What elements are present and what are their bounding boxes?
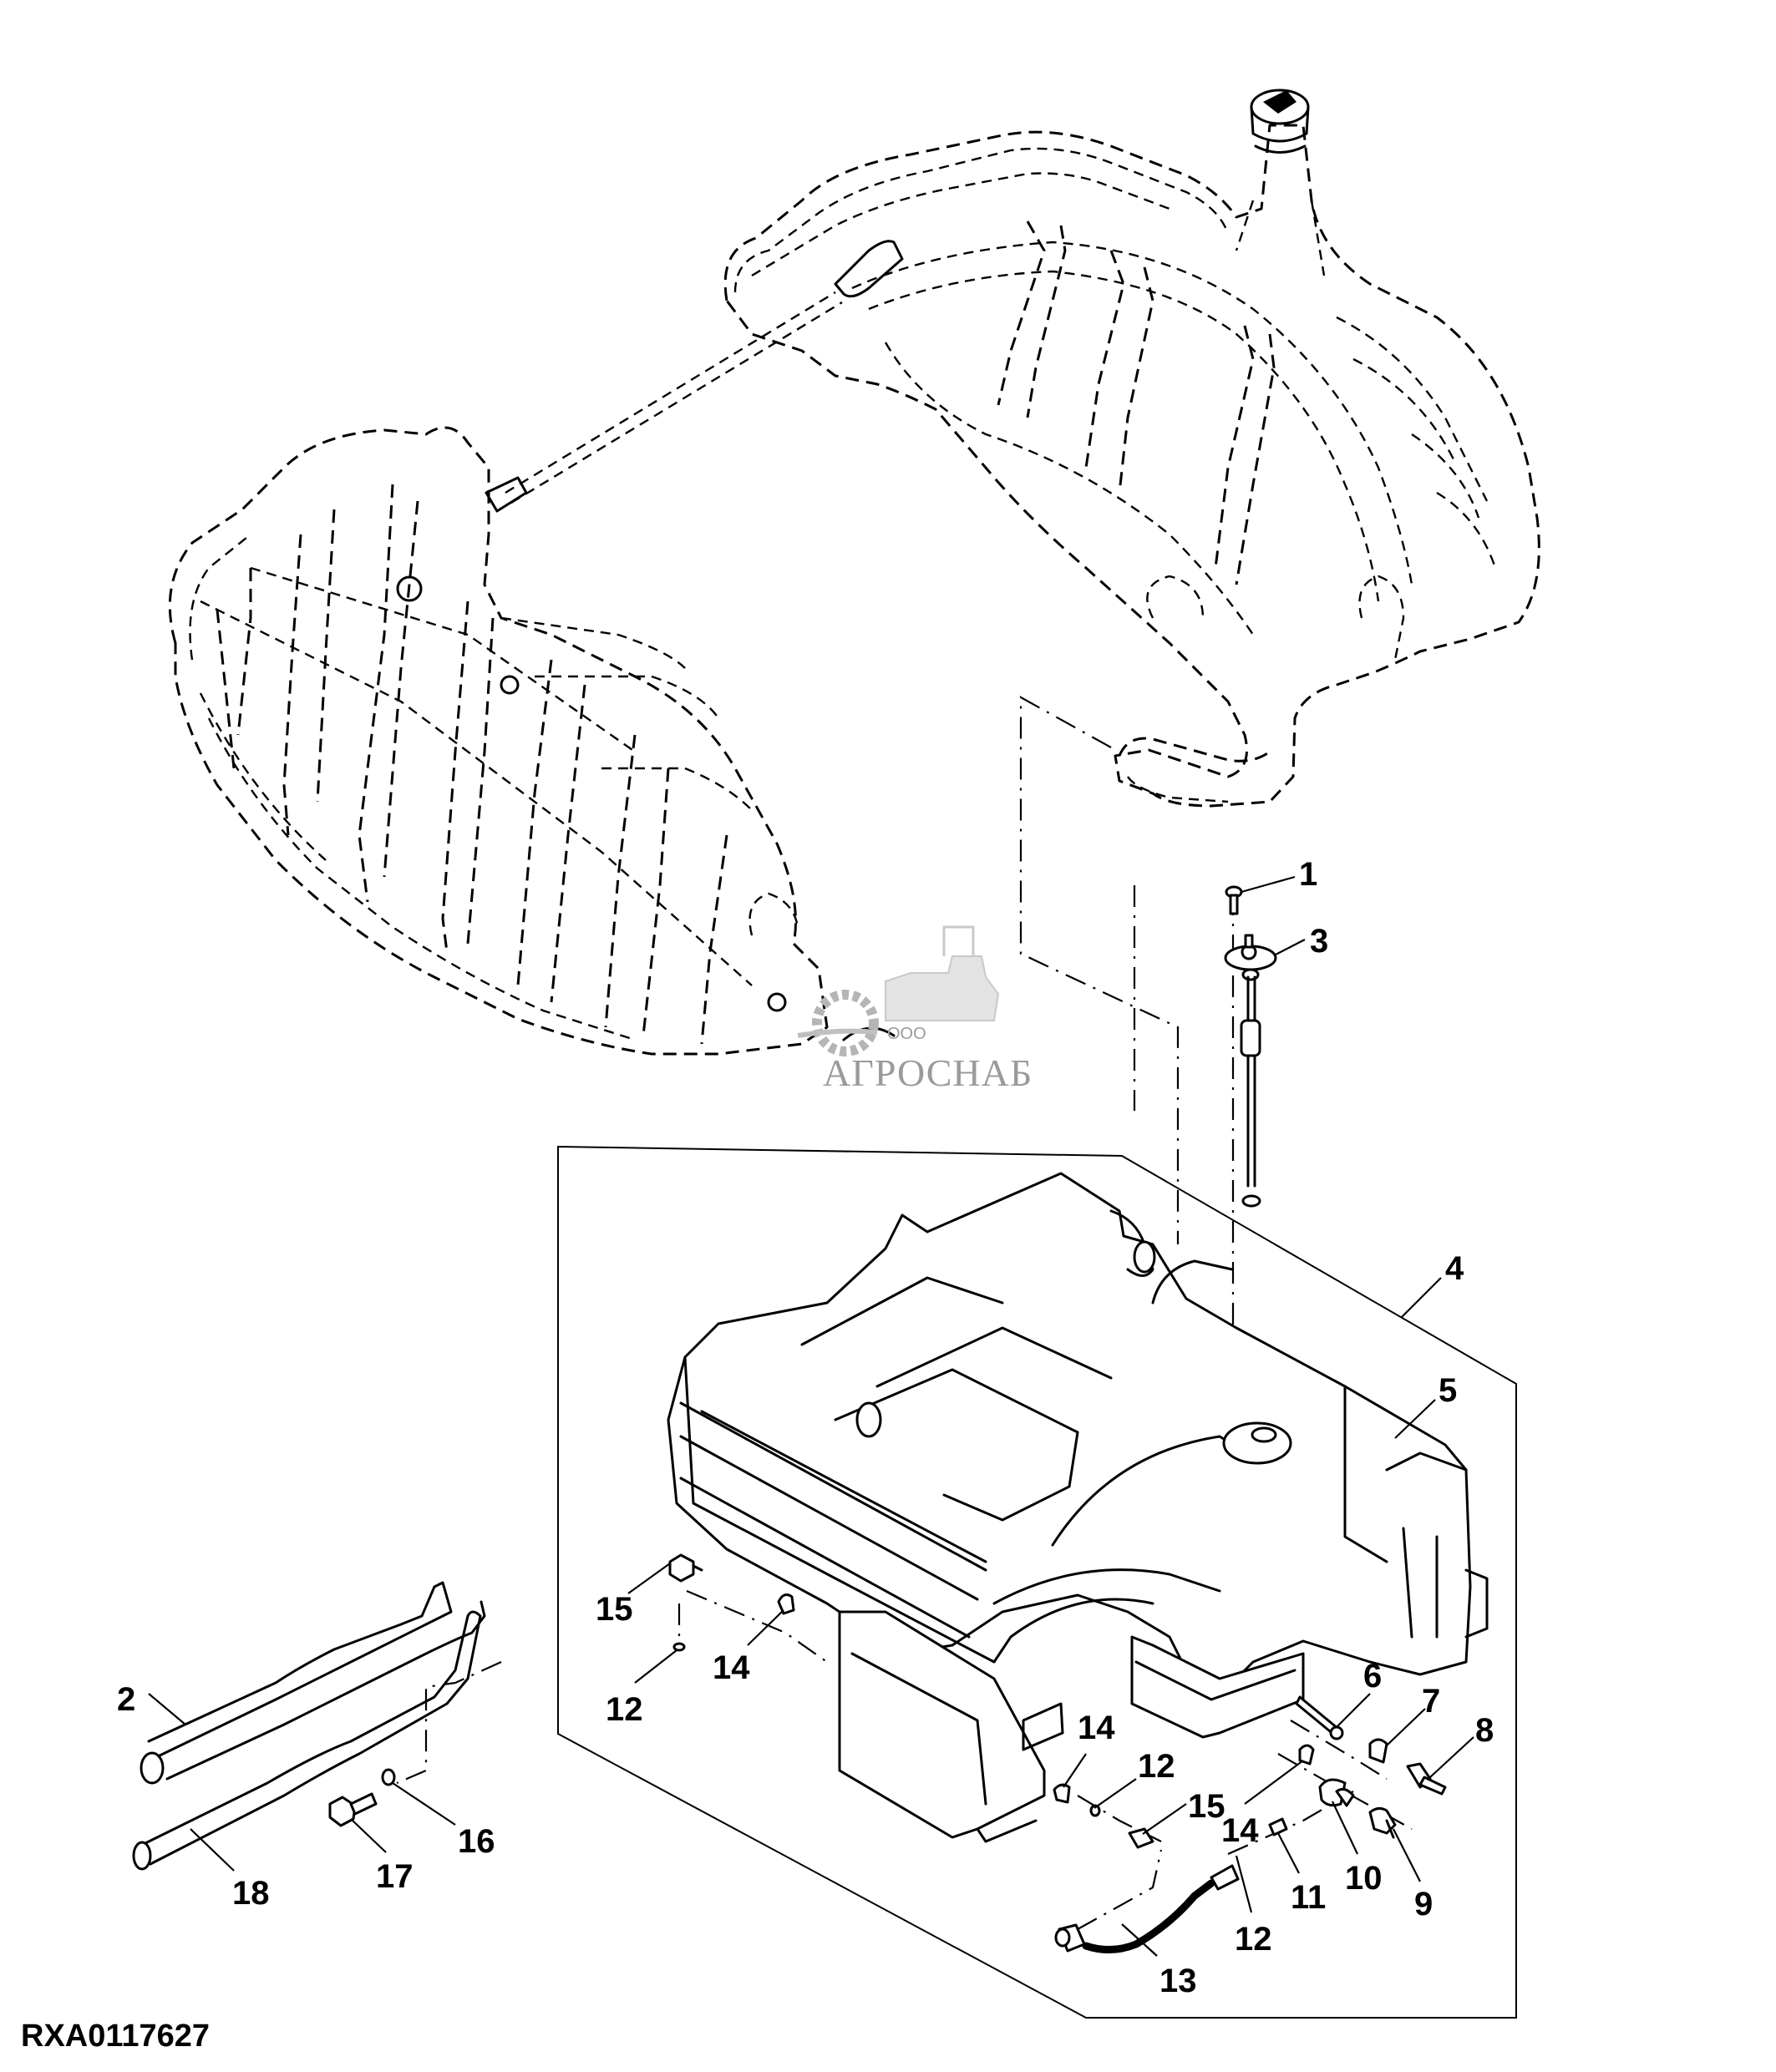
callout-6: 6	[1363, 1658, 1382, 1695]
callout-7: 7	[1422, 1683, 1440, 1720]
fuel-pipes	[132, 1581, 486, 1871]
callout-8: 8	[1475, 1712, 1494, 1749]
callout-16: 16	[458, 1823, 495, 1860]
callout-12-hose: 12	[1235, 1921, 1272, 1958]
callout-12-left: 12	[606, 1691, 643, 1728]
fuel-level-sender	[1224, 885, 1277, 1208]
callout-15-lower: 15	[1188, 1788, 1225, 1825]
filler-cap	[1250, 89, 1310, 154]
callout-1: 1	[1299, 856, 1317, 893]
main-fuel-tank	[667, 1172, 1489, 1843]
callout-17: 17	[376, 1858, 414, 1895]
callout-3: 3	[1310, 923, 1328, 960]
callout-4: 4	[1445, 1250, 1464, 1287]
callout-15-left: 15	[596, 1591, 633, 1628]
right-saddle-tank	[723, 124, 1540, 808]
balance-tube	[485, 240, 904, 513]
callout-14-left: 14	[713, 1649, 750, 1686]
callout-labels: 1 2 3 4 5 6 7 8 9 10 11 12 12 12 13 14 1…	[117, 856, 1494, 1999]
kit-box-outline	[557, 1145, 1517, 2019]
watermark-prefix: ООО	[887, 1025, 926, 1043]
fittings	[668, 1553, 1447, 1953]
callout-9: 9	[1414, 1886, 1433, 1923]
callout-18: 18	[232, 1875, 270, 1912]
leader-lines	[148, 875, 1474, 1957]
callout-14-lower: 14	[1078, 1710, 1115, 1746]
callout-12-lower: 12	[1138, 1748, 1175, 1785]
left-saddle-tank	[168, 426, 896, 1056]
callout-2: 2	[117, 1681, 135, 1718]
callout-5: 5	[1439, 1372, 1457, 1409]
callout-11: 11	[1291, 1879, 1326, 1916]
callout-14-right: 14	[1221, 1812, 1259, 1849]
watermark-company-name: АГРОСНАБ	[823, 1051, 1033, 1094]
figure-id: RXA0117627	[21, 2019, 210, 2054]
callout-10: 10	[1345, 1860, 1383, 1897]
callout-13: 13	[1159, 1963, 1197, 1999]
watermark-logo: ООО АГРОСНАБ	[797, 925, 1033, 1094]
